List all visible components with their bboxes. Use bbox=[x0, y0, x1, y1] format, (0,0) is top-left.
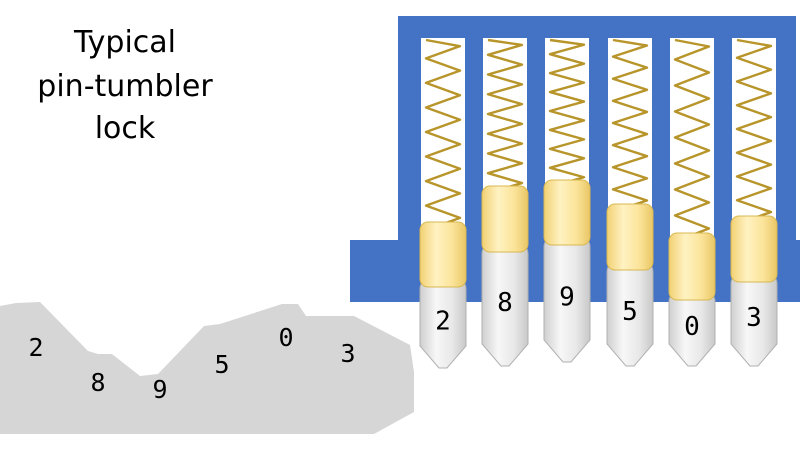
title-line-3: lock bbox=[95, 111, 156, 146]
pin-digit-label: 8 bbox=[497, 288, 513, 318]
driver-pin bbox=[543, 179, 591, 246]
key-cut-label: 0 bbox=[278, 323, 293, 352]
key-cut-label: 2 bbox=[28, 333, 43, 362]
driver-pin bbox=[730, 215, 778, 283]
spring bbox=[673, 38, 711, 243]
key-cut-label: 8 bbox=[90, 368, 105, 397]
pin-digit-label: 3 bbox=[746, 303, 762, 333]
pin-stack: 5 bbox=[606, 38, 654, 367]
spring bbox=[486, 38, 524, 195]
pin-stack: 3 bbox=[730, 38, 778, 367]
driver-pin bbox=[606, 203, 654, 271]
spring bbox=[424, 38, 462, 232]
driver-pin bbox=[419, 221, 467, 288]
spring bbox=[735, 38, 773, 226]
pin-stack: 2 bbox=[419, 38, 467, 369]
key-blade bbox=[0, 302, 414, 434]
pin-digit-label: 2 bbox=[435, 307, 451, 337]
pin-digit-label: 9 bbox=[559, 283, 575, 313]
key-cut-labels: 2 8 9 5 0 3 bbox=[28, 323, 355, 404]
driver-pin bbox=[481, 185, 529, 253]
key-blade-shape bbox=[0, 302, 414, 434]
title-line-1: Typical bbox=[73, 25, 176, 60]
pin-stack: 8 bbox=[481, 38, 529, 367]
pin-digit-label: 5 bbox=[622, 297, 638, 327]
key-cut-label: 5 bbox=[214, 350, 229, 379]
pin-stack: 0 bbox=[668, 38, 716, 367]
title-line-2: pin-tumbler bbox=[37, 69, 213, 104]
key-cut-label: 9 bbox=[152, 375, 167, 404]
pin-stacks: 2 8 9 5 0 3 bbox=[419, 38, 778, 369]
spring bbox=[611, 38, 649, 213]
driver-pin bbox=[668, 232, 716, 301]
key-cut-label: 3 bbox=[340, 339, 355, 368]
pin-stack: 9 bbox=[543, 38, 591, 363]
pin-digit-label: 0 bbox=[684, 312, 700, 342]
spring bbox=[548, 38, 586, 188]
diagram-title: Typical pin-tumbler lock bbox=[37, 25, 213, 146]
